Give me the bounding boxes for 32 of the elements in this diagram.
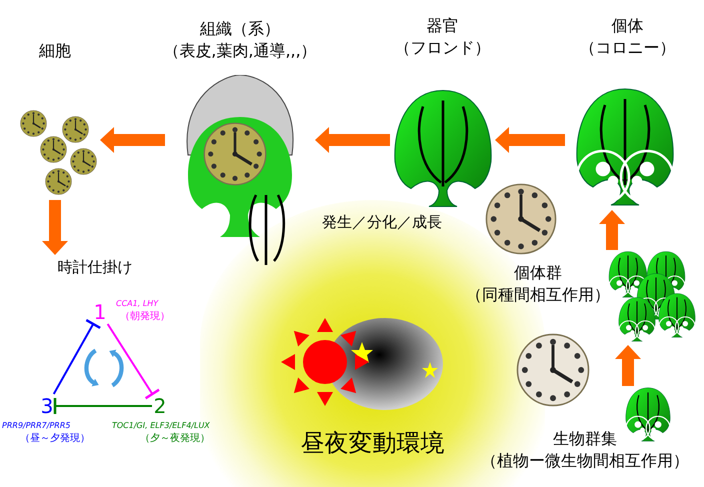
heading-text: 個体 xyxy=(612,15,644,37)
heading-text: （コロニー） xyxy=(580,37,676,59)
process-label: 発生／分化／成長 xyxy=(322,212,442,232)
heading-text: 個体群 xyxy=(514,262,562,284)
heading-text: （表皮,葉肉,通導,,,） xyxy=(163,40,317,62)
gene-note: （夕～夜発現） xyxy=(140,433,210,445)
loop-number: 1 xyxy=(92,300,108,324)
inhibition-line xyxy=(54,396,152,416)
heading-text: 時計仕掛け xyxy=(58,257,132,277)
block-arrow xyxy=(42,200,68,255)
inhibition-line xyxy=(106,323,160,400)
block-arrow xyxy=(315,127,390,153)
heading-text: （フロンド） xyxy=(394,37,490,59)
environment-label: 昼夜変動環境 xyxy=(300,428,444,458)
heading-text: 器官 xyxy=(426,15,458,37)
inhibition-line xyxy=(52,318,102,394)
block-arrow xyxy=(599,210,625,250)
heading-text: 生物群集 xyxy=(553,428,617,450)
gene-note: TOC1/GI, ELF3/ELF4/LUX xyxy=(112,421,210,431)
heading-text: （植物ー微生物間相互作用） xyxy=(481,450,689,472)
gene-note: （朝発現） xyxy=(120,311,170,323)
gene-note: PRR9/PRR7/PRR5 xyxy=(2,421,70,431)
heading-text: 細胞 xyxy=(39,40,71,62)
loop-number: 2 xyxy=(152,394,168,418)
block-arrow xyxy=(100,127,165,153)
block-arrow xyxy=(615,345,641,386)
block-arrow xyxy=(495,127,565,153)
heading-text: （同種間相互作用） xyxy=(466,284,610,306)
heading-text: 組織（系） xyxy=(200,18,280,40)
gene-note: （昼～夕発現） xyxy=(20,433,90,445)
gene-note: CCA1, LHY xyxy=(116,299,158,309)
loop-number: 3 xyxy=(39,394,55,418)
